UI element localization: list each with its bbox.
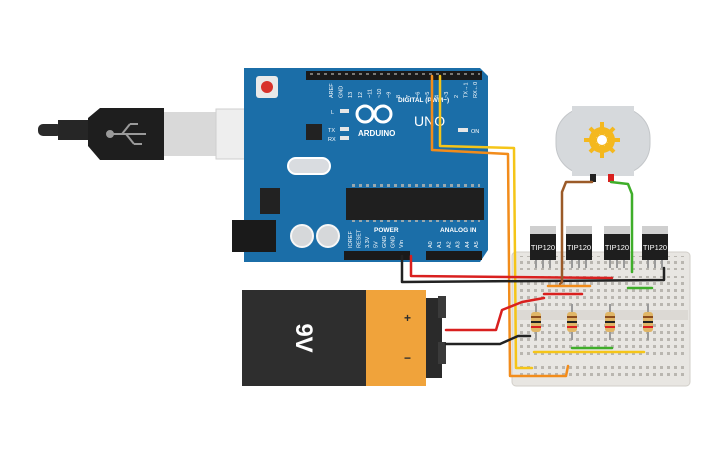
digital-label: DIGITAL (PWM~) (398, 97, 449, 104)
digital-pin-label: 13 (348, 92, 354, 98)
arduino-uno-board: ARDUINO UNO DIGITAL (PWM~) POWER ANALOG … (232, 68, 488, 262)
transistor-tip120[interactable]: TIP120 (604, 226, 630, 268)
analog-pin-header[interactable] (426, 251, 482, 260)
digital-pin-label: AREF (329, 83, 335, 98)
power-pin-label: IOREF (348, 231, 354, 248)
digital-pin-label: 12 (358, 92, 364, 98)
digital-pin-label: 8 (396, 95, 402, 98)
transistor-label: TIP120 (567, 243, 591, 252)
crystal-oscillator (287, 157, 331, 175)
battery-9v: 9V + − (242, 290, 446, 386)
power-jack[interactable] (232, 220, 276, 252)
wires (400, 74, 666, 378)
arduino-model-text: UNO (414, 113, 445, 129)
transistor-label: TIP120 (605, 243, 629, 252)
power-pin-label: RESET (357, 229, 363, 248)
battery-plus-terminal[interactable] (438, 296, 446, 318)
transistor-label: TIP120 (643, 243, 667, 252)
resistor[interactable] (643, 304, 653, 340)
resistor[interactable] (531, 304, 541, 340)
usb-chip (306, 124, 322, 140)
wire-red-battery[interactable] (444, 296, 546, 332)
wire-black-gnd[interactable] (400, 254, 666, 284)
battery-minus-terminal[interactable] (438, 342, 446, 364)
digital-pin-label: ~3 (444, 92, 450, 98)
on-label: ON (471, 129, 479, 135)
power-pin-label: GND (382, 236, 388, 248)
digital-pin-label: TX→1 (463, 82, 469, 98)
digital-pin-label: GND (339, 86, 345, 98)
capacitor-1 (290, 224, 314, 248)
atmega-chip (346, 188, 484, 220)
digital-pin-label: ~5 (425, 92, 431, 98)
transistor-tip120[interactable]: TIP120 (530, 226, 556, 268)
arduino-logo-icon (355, 104, 393, 124)
transistor-tip120[interactable]: TIP120 (566, 226, 592, 268)
analog-pin-label: A0 (428, 241, 434, 248)
wire-yellow[interactable] (438, 74, 534, 370)
resistors (531, 304, 653, 340)
analog-pin-label: A1 (437, 241, 443, 248)
motor-terminal-2[interactable] (608, 174, 614, 182)
resistor[interactable] (567, 304, 577, 340)
analog-label: ANALOG IN (440, 227, 477, 234)
wire-black-battery[interactable] (444, 334, 532, 346)
transistor-label: TIP120 (531, 243, 555, 252)
led-rx-label: RX (328, 137, 336, 143)
power-pin-header[interactable] (344, 251, 410, 260)
digital-pin-label: ~11 (367, 89, 373, 98)
analog-pin-label: A2 (446, 241, 452, 248)
wire-orange[interactable] (430, 74, 570, 378)
analog-pin-label: A4 (465, 241, 471, 248)
wire-brown-motor[interactable] (558, 180, 594, 286)
digital-pin-label: 2 (454, 95, 460, 98)
digital-pin-label: ~6 (415, 92, 421, 98)
usb-icon (106, 123, 146, 145)
capacitor-2 (316, 224, 340, 248)
analog-pin-label: A5 (474, 241, 480, 248)
digital-pin-label: ~10 (377, 89, 383, 98)
dc-motor (555, 106, 651, 182)
led-l (340, 109, 349, 113)
gear-icon (584, 122, 620, 158)
wire-red-vin[interactable] (409, 254, 614, 280)
led-on (458, 128, 468, 132)
power-pin-label: 3.3V (365, 236, 371, 248)
voltage-regulator (260, 188, 280, 214)
power-label: POWER (374, 227, 399, 234)
battery-minus-symbol: − (404, 351, 411, 365)
usb-cable (38, 108, 251, 160)
battery-voltage-label: 9V (290, 323, 317, 352)
led-tx-label: TX (328, 128, 335, 134)
resistor[interactable] (605, 304, 615, 340)
digital-pin-label: 4 (435, 95, 441, 98)
digital-pin-label: ~9 (387, 92, 393, 98)
transistors: TIP120 TIP120 TIP120 TIP120 (530, 226, 668, 268)
power-pin-label: GND (391, 236, 397, 248)
digital-pin-label: 7 (406, 95, 412, 98)
arduino-brand-text: ARDUINO (358, 129, 395, 138)
led-l-label: L (331, 110, 334, 116)
power-pin-label: 5V (374, 241, 380, 248)
transistor-tip120[interactable]: TIP120 (642, 226, 668, 268)
led-rx (340, 136, 349, 140)
motor-terminal-1[interactable] (590, 174, 596, 182)
digital-pin-label: RX←0 (473, 82, 479, 98)
power-pin-label: Vin (399, 240, 405, 248)
battery-plus-symbol: + (404, 311, 411, 325)
wire-green-motor[interactable] (609, 180, 634, 274)
led-tx (340, 127, 349, 131)
analog-pin-label: A3 (456, 241, 462, 248)
